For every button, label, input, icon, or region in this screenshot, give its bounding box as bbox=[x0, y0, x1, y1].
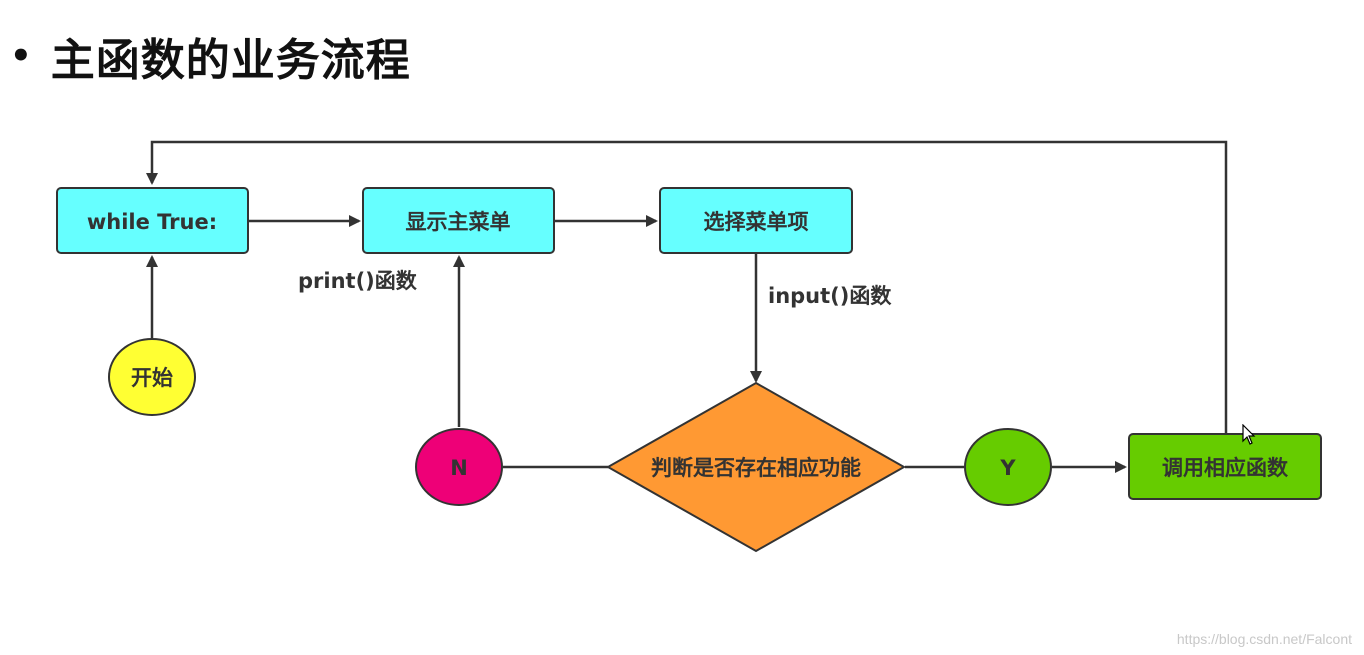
node-show-menu: 显示主菜单 bbox=[362, 187, 555, 254]
node-yes-label: Y bbox=[999, 456, 1016, 480]
node-start: 开始 bbox=[108, 338, 196, 416]
node-decision: 判断是否存在相应功能 bbox=[605, 381, 907, 553]
bullet-point: • bbox=[10, 36, 33, 76]
node-while-loop: while True: bbox=[56, 187, 249, 254]
watermark: https://blog.csdn.net/Falcont bbox=[1176, 631, 1352, 647]
node-yes: Y bbox=[964, 428, 1052, 506]
node-call-func: 调用相应函数 bbox=[1128, 433, 1322, 500]
connectors bbox=[146, 140, 1228, 473]
edge-label-input: input()函数 bbox=[768, 284, 892, 308]
page-heading: • 主函数的业务流程 bbox=[10, 26, 411, 86]
node-decision-label: 判断是否存在相应功能 bbox=[651, 456, 861, 480]
mouse-pointer-icon bbox=[1242, 424, 1256, 445]
node-call-func-label: 调用相应函数 bbox=[1162, 456, 1289, 480]
node-select-item: 选择菜单项 bbox=[659, 187, 853, 254]
page-title: 主函数的业务流程 bbox=[50, 35, 411, 86]
edge-loop-back bbox=[146, 140, 1228, 433]
node-no-label: N bbox=[450, 456, 468, 480]
node-no: N bbox=[415, 428, 503, 506]
edge-label-print: print()函数 bbox=[298, 269, 418, 293]
node-start-label: 开始 bbox=[131, 366, 173, 390]
node-while-loop-label: while True: bbox=[87, 210, 217, 234]
node-select-item-label: 选择菜单项 bbox=[704, 210, 809, 234]
node-show-menu-label: 显示主菜单 bbox=[406, 210, 511, 234]
